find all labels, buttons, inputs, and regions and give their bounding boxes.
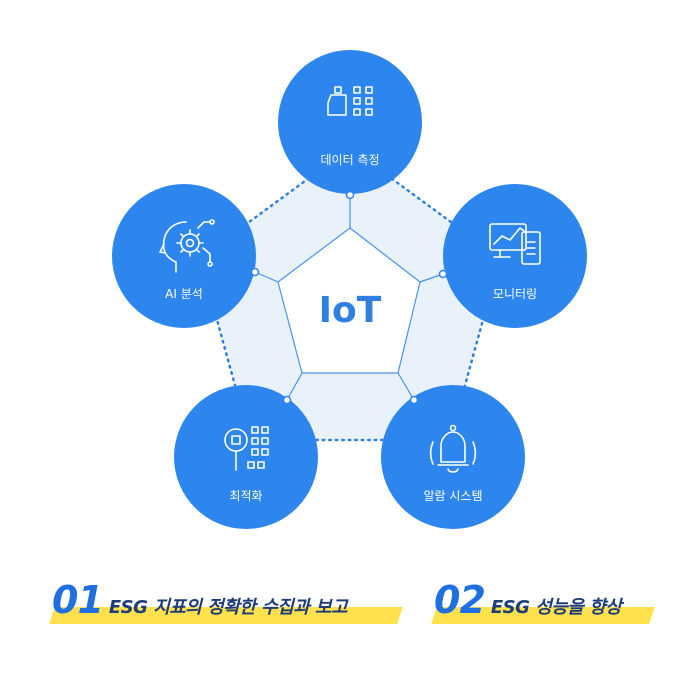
magnifier-grid-icon <box>224 426 269 471</box>
caption-2: 02 ESG 성능을 향상 <box>431 578 655 628</box>
node-ai-analysis: AI 분석 <box>112 184 260 328</box>
ai-head-gear-icon <box>159 219 215 273</box>
caption-1-text: ESG 지표의 정확한 수집과 보고 <box>108 597 348 618</box>
data-grid-icon <box>327 86 373 116</box>
caption-2-number: 02 <box>434 578 486 622</box>
caption-1: 01 ESG 지표의 정확한 수집과 보고 <box>49 578 403 628</box>
node-data-measurement: 데이터 측정 <box>278 50 422 200</box>
node-label-monitoring: 모니터링 <box>493 287 537 301</box>
caption-2-text: ESG 성능을 향상 <box>490 597 622 618</box>
node-monitoring: 모니터링 <box>438 184 587 328</box>
node-label-data-measurement: 데이터 측정 <box>320 153 379 167</box>
node-alarm-system: 알람 시스템 <box>381 385 525 529</box>
monitor-chart-icon <box>489 223 541 265</box>
node-label-optimization: 최적화 <box>229 489 262 503</box>
node-label-alarm-system: 알람 시스템 <box>423 489 482 503</box>
inner-pentagon <box>277 227 421 374</box>
center-label: IoT <box>319 290 382 331</box>
node-optimization: 최적화 <box>174 385 318 529</box>
caption-1-number: 01 <box>52 578 104 622</box>
bell-icon <box>429 424 477 473</box>
node-label-ai-analysis: AI 분석 <box>165 287 203 301</box>
